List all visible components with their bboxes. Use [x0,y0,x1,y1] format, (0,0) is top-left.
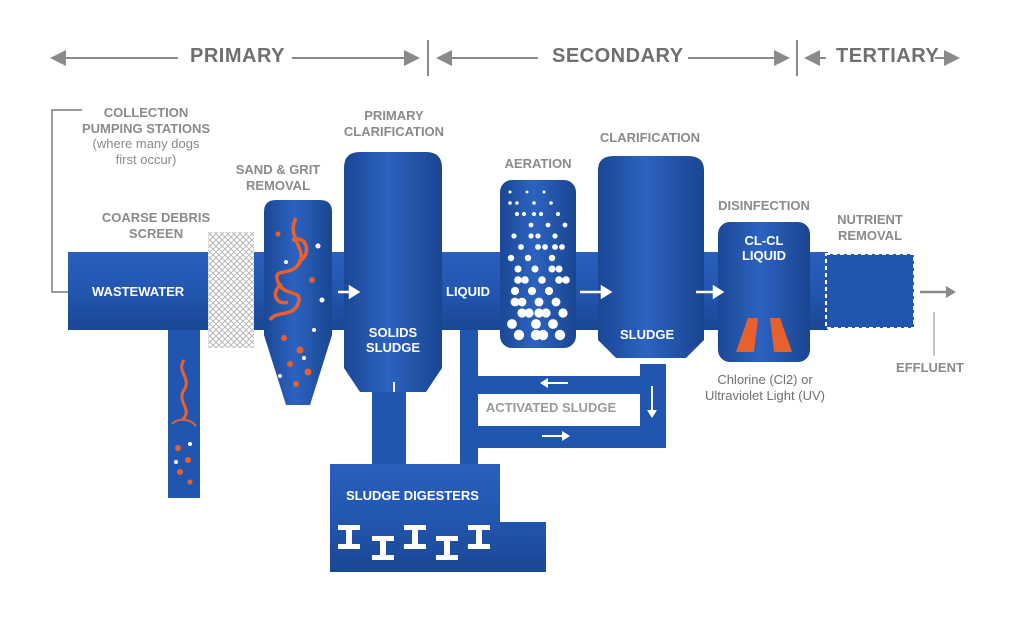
aeration-bubble [507,254,515,262]
aeration-bubble [534,297,544,307]
aeration-bubble [548,265,556,273]
aeration-bubble [528,233,534,239]
effluent-label: EFFLUENT [896,360,964,375]
aeration-bubble [552,244,558,250]
aeration-bubble [534,308,544,318]
aeration-bubble [517,297,527,307]
disinfection-tank [718,222,810,362]
aeration-bubble [552,233,558,239]
aeration-bubble [531,265,539,273]
primary-clarifier [344,152,442,392]
aeration-bubble [527,286,537,296]
nutrient-removal-tank [825,253,915,329]
aeration-bubble [535,233,541,239]
aeration-bubble [514,276,522,284]
aeration-bubble [555,276,563,284]
aeration-bubble [530,329,542,341]
stage-primary: PRIMARY [190,45,285,67]
aeration-bubble [521,211,527,217]
nutrient-removal-label: NUTRIENT REMOVAL [837,212,903,243]
disinfection-label: DISINFECTION [718,198,810,213]
clarification-label: CLARIFICATION [599,130,701,145]
aeration-bubble [549,201,553,205]
debris-squiggle [180,359,188,422]
aeration-bubble [508,190,512,194]
aeration-bubble [562,276,570,284]
aeration-bubble [531,319,541,329]
activated-sludge-label: ACTIVATED SLUDGE [485,400,617,415]
aeration-bubble [559,244,565,250]
aeration-bubble [542,244,548,250]
aeration-bubble [545,222,551,228]
aeration-bubble [510,297,520,307]
aeration-bubble [510,286,520,296]
stage-tertiary: TERTIARY [836,45,940,67]
coarse-debris-screen [208,232,254,348]
aeration-bubble [554,329,566,341]
sludge-digesters-label: SLUDGE DIGESTERS [346,488,479,503]
aeration-bubble [542,190,546,194]
aeration-bubble [514,265,522,273]
aeration-bubble [524,254,532,262]
liquid-label: LIQUID [446,284,491,299]
solids-sludge-label: SOLIDS SLUDGE [365,325,421,355]
aeration-bubble [555,265,563,273]
aeration-bubble [525,190,529,194]
aeration-bubble [514,211,520,217]
aeration-bubble [508,201,512,205]
sludge-label: SLUDGE [620,327,675,342]
clcl-liquid-label: Cl-Cl LIQUID [741,233,787,263]
primary-digester-pipe [372,392,406,464]
aeration-bubble [562,222,568,228]
coarse-debris-label: COARSE DEBRIS SCREEN [101,210,211,241]
aeration-label: AERATION [504,156,572,171]
aeration-bubble [521,276,529,284]
chlorine-uv-label: Chlorine (Cl2) or Ultraviolet Light (UV) [705,372,825,403]
collection-label: COLLECTION PUMPING STATIONS (where many … [81,105,211,167]
aeration-bubble [548,254,556,262]
aeration-bubble [538,211,544,217]
collection-down-pipe [168,330,200,498]
uv-light-left [736,318,758,352]
uv-light-right [770,318,792,352]
flow-arrows [338,284,725,300]
aeration-bubble [548,319,558,329]
aeration-bubble [532,201,536,205]
aeration-bubble [541,308,551,318]
aeration-bubble [517,308,527,318]
aeration-bubble [513,329,525,341]
aeration-bubble [518,244,524,250]
aeration-bubble [511,233,517,239]
stage-header [50,40,960,76]
aeration-bubble [555,211,561,217]
grit-spiral [268,217,309,322]
collection-line [51,109,82,293]
aeration-bubbles [507,190,570,341]
wastewater-label: WASTEWATER [92,284,185,299]
aeration-bubble [558,308,568,318]
primary-clarification-label: PRIMARY CLARIFICATION [343,108,445,139]
aeration-bubble [528,222,534,228]
stage-secondary: SECONDARY [552,45,684,67]
secondary-clarifier [598,156,704,358]
aeration-bubble [551,297,561,307]
aeration-bubble [531,211,537,217]
aeration-bubble [524,308,534,318]
aeration-bubble [507,319,517,329]
aeration-bubble [515,201,519,205]
sand-grit-label: SAND & GRIT REMOVAL [235,162,321,193]
aeration-bubble [535,244,541,250]
aeration-bubble [538,276,546,284]
digester-mixers [338,525,490,560]
aeration-bubble [544,286,554,296]
